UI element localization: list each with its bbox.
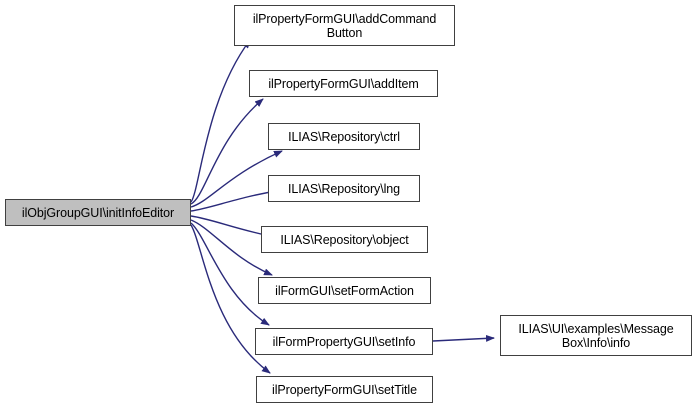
graph-node-setFormAction[interactable]: ilFormGUI\setFormAction: [258, 277, 431, 304]
graph-node-label-setFormAction: ilFormGUI\setFormAction: [275, 283, 414, 298]
graph-node-label-messageBoxInfo: ILIAS\UI\examples\Message Box\Info\info: [518, 321, 674, 350]
graph-node-label-ctrl: ILIAS\Repository\ctrl: [288, 129, 400, 144]
graph-node-object[interactable]: ILIAS\Repository\object: [261, 226, 428, 253]
graph-edge-setInfo-to-messageBoxInfo: [432, 334, 495, 342]
graph-node-label-addItem: ilPropertyFormGUI\addItem: [268, 76, 419, 91]
graph-node-label-lng: ILIAS\Repository\lng: [288, 181, 400, 196]
graph-node-ctrl[interactable]: ILIAS\Repository\ctrl: [268, 123, 420, 150]
graph-node-root[interactable]: ilObjGroupGUI\initInfoEditor: [5, 199, 191, 226]
graph-node-addCommandButton[interactable]: ilPropertyFormGUI\addCommand Button: [234, 5, 455, 46]
graph-node-label-root: ilObjGroupGUI\initInfoEditor: [21, 205, 175, 220]
graph-node-label-setTitle: ilPropertyFormGUI\setTitle: [272, 382, 417, 397]
graph-node-setInfo[interactable]: ilFormPropertyGUI\setInfo: [255, 328, 433, 355]
graph-node-setTitle[interactable]: ilPropertyFormGUI\setTitle: [256, 376, 433, 403]
graph-edge-root-to-addItem: [190, 98, 264, 205]
graph-node-label-object: ILIAS\Repository\object: [280, 232, 409, 247]
graph-node-addItem[interactable]: ilPropertyFormGUI\addItem: [249, 70, 438, 97]
graph-edge-root-to-addCommandButton: [190, 39, 251, 203]
graph-edge-root-to-setFormAction: [190, 219, 273, 276]
graph-node-label-setInfo: ilFormPropertyGUI\setInfo: [272, 334, 416, 349]
graph-node-messageBoxInfo[interactable]: ILIAS\UI\examples\Message Box\Info\info: [500, 315, 692, 356]
graph-edge-root-to-setInfo: [190, 222, 270, 326]
graph-node-lng[interactable]: ILIAS\Repository\lng: [268, 175, 420, 202]
graph-node-label-addCommandButton: ilPropertyFormGUI\addCommand Button: [252, 11, 437, 40]
